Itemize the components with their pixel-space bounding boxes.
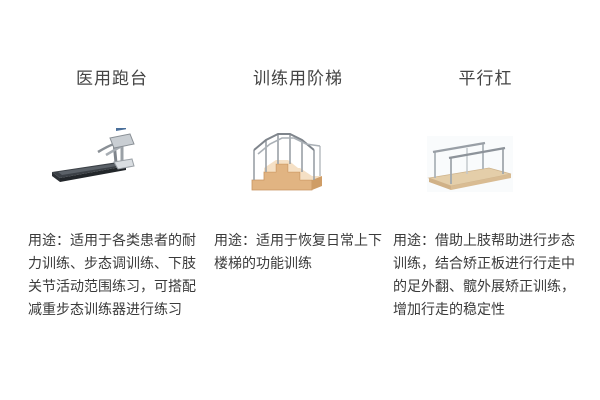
training-stairs-icon (248, 128, 328, 200)
equipment-title: 医用跑台 (76, 69, 148, 89)
equipment-description: 用途：适用于恢复日常上下楼梯的功能训练 (214, 233, 382, 272)
equipment-card-treadmill: 医用跑台 用途：适用于各类患者的耐力训练、步态调训练、下肢关节活动范围练习，可搭… (28, 0, 196, 400)
equipment-title: 平行杠 (458, 69, 513, 89)
equipment-card-parallel-bars: 平行杠 用途：借助上肢帮助进行步态训练，结合矫正板进行行走中的足外翻、髋外展矫正… (393, 0, 578, 400)
equipment-title: 训练用阶梯 (253, 69, 343, 89)
equipment-card-training-stairs: 训练用阶梯 用途：适用于恢复日常上下楼梯的功能训练 (214, 0, 382, 400)
parallel-bars-icon (427, 128, 513, 196)
equipment-description: 用途：适用于各类患者的耐力训练、步态调训练、下肢关节活动范围练习，可搭配减重步态… (28, 233, 196, 318)
equipment-description: 用途：借助上肢帮助进行步态训练，结合矫正板进行行走中的足外翻、髋外展矫正训练，增… (393, 233, 575, 318)
treadmill-icon (48, 124, 158, 192)
